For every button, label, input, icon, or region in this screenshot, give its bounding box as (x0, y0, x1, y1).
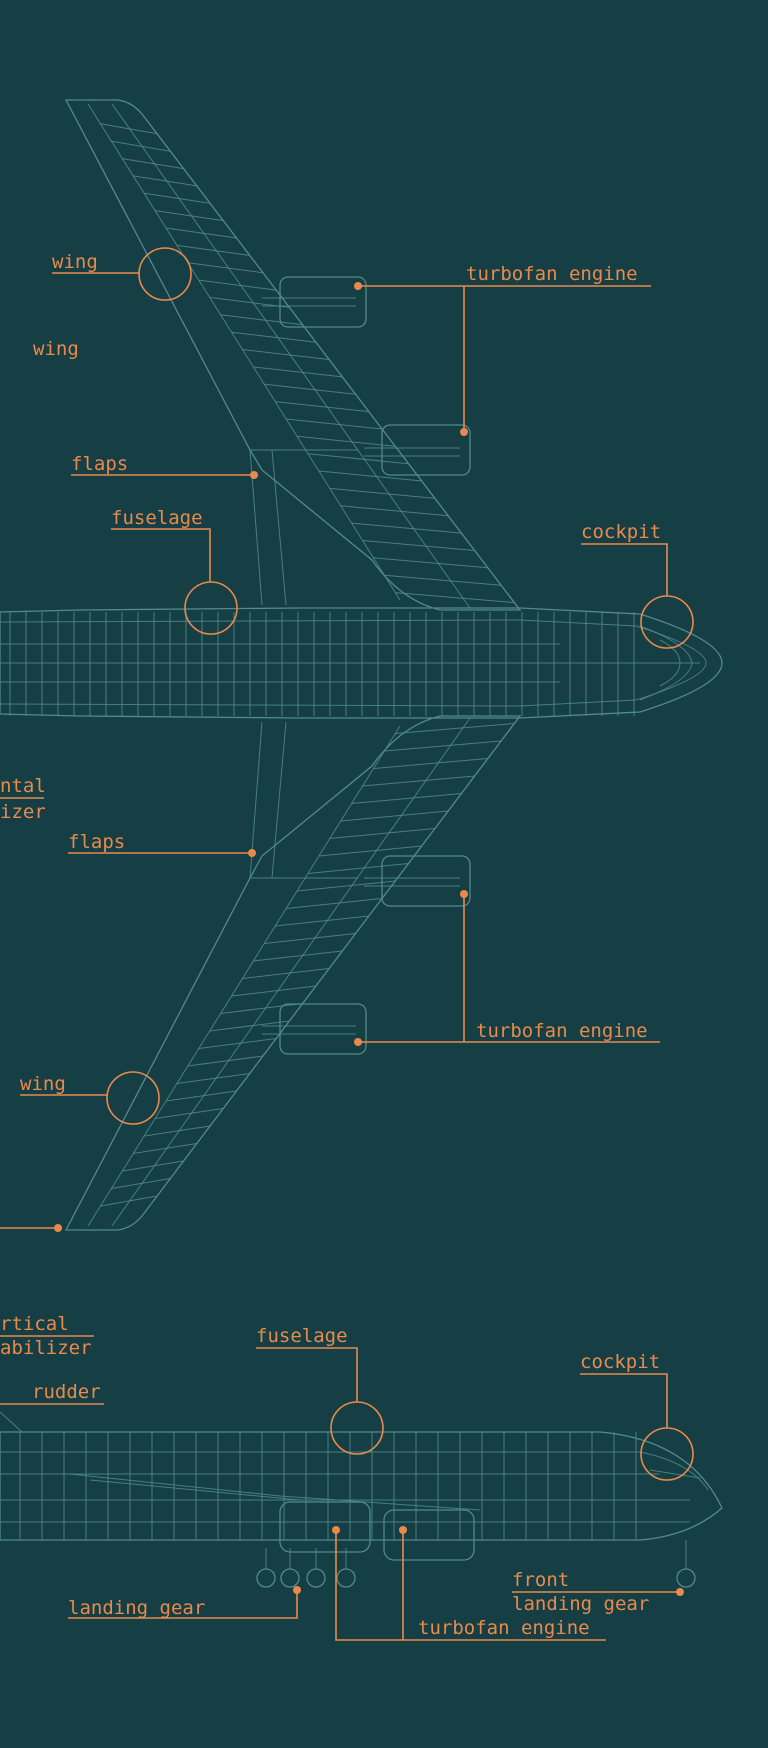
label-vstab-2: abilizer (0, 1337, 92, 1359)
side-wing (69, 1473, 481, 1511)
top-lower-wing-outline (64, 715, 522, 1231)
label-wing-plain: wing (33, 338, 79, 360)
label-turbofan-top: turbofan engine (466, 263, 638, 285)
label-landing-gear: landing gear (68, 1597, 205, 1619)
top-fuselage-frames (9, 612, 635, 716)
side-main-gear (256, 1548, 356, 1588)
callout-circle-wing-bottom (106, 1071, 160, 1125)
label-vstab-1: rtical (0, 1313, 69, 1335)
top-engine-1 (279, 276, 367, 328)
side-fuselage-decks (0, 1451, 690, 1523)
label-fuselage-side: fuselage (256, 1325, 348, 1347)
label-flaps-top: flaps (71, 453, 128, 475)
label-wing-bottom: wing (20, 1073, 66, 1095)
callout-circle-cockpit-top (640, 595, 694, 649)
callout-circle-wing-top (138, 247, 192, 301)
side-view-airplane (0, 1411, 723, 1588)
side-engine-1 (279, 1501, 371, 1553)
label-hstab-2: izer (0, 801, 46, 823)
top-engine-2 (381, 424, 471, 476)
side-cockpit-outline (639, 1451, 709, 1491)
label-wing-top: wing (52, 251, 98, 273)
side-front-gear (676, 1540, 696, 1588)
side-fuselage-outline (0, 1431, 723, 1541)
top-cockpit-outline (639, 625, 693, 701)
top-upper-wing-spar (87, 103, 471, 609)
top-engine-1-detail (262, 297, 356, 307)
top-fuselage-mid (0, 643, 700, 683)
label-front-gear-1: front (512, 1569, 569, 1591)
label-cockpit-top: cockpit (581, 521, 661, 543)
label-fuselage-top: fuselage (111, 507, 203, 529)
top-view-callouts: wing wing turbofan engine flaps fuselage… (0, 247, 694, 1232)
label-flaps-bottom: flaps (68, 831, 125, 853)
top-lower-wing-ribs (100, 723, 515, 1207)
top-engine-4 (279, 1003, 367, 1055)
label-turbofan-side: turbofan engine (418, 1617, 590, 1639)
top-engine-2-detail (364, 447, 460, 457)
side-view-callouts: rtical abilizer rudder fuselage cockpit … (0, 1313, 694, 1641)
top-upper-wing-outline (64, 99, 522, 611)
callout-circle-fuselage-top (184, 581, 238, 635)
side-fuselage-frames (19, 1432, 637, 1540)
label-turbofan-bottom: turbofan engine (476, 1020, 648, 1042)
top-lower-wing-spar (87, 717, 471, 1227)
top-lower-flaps (249, 721, 358, 879)
top-fuselage-outline (0, 607, 723, 719)
label-front-gear-2: landing gear (512, 1593, 649, 1615)
top-engine-4-detail (262, 1025, 356, 1035)
callout-circle-cockpit-side (640, 1427, 694, 1481)
label-cockpit-side: cockpit (580, 1351, 660, 1373)
label-hstab-1: ntal (0, 775, 46, 797)
label-rudder: rudder (32, 1381, 101, 1403)
top-view-airplane (0, 99, 723, 1231)
top-upper-wing-ribs (100, 123, 515, 604)
callout-circle-fuselage-side (330, 1401, 384, 1455)
side-tail-stub (0, 1411, 23, 1433)
top-engine-3 (381, 855, 471, 907)
side-engine-2 (383, 1509, 475, 1561)
top-engine-3-detail (364, 877, 460, 887)
